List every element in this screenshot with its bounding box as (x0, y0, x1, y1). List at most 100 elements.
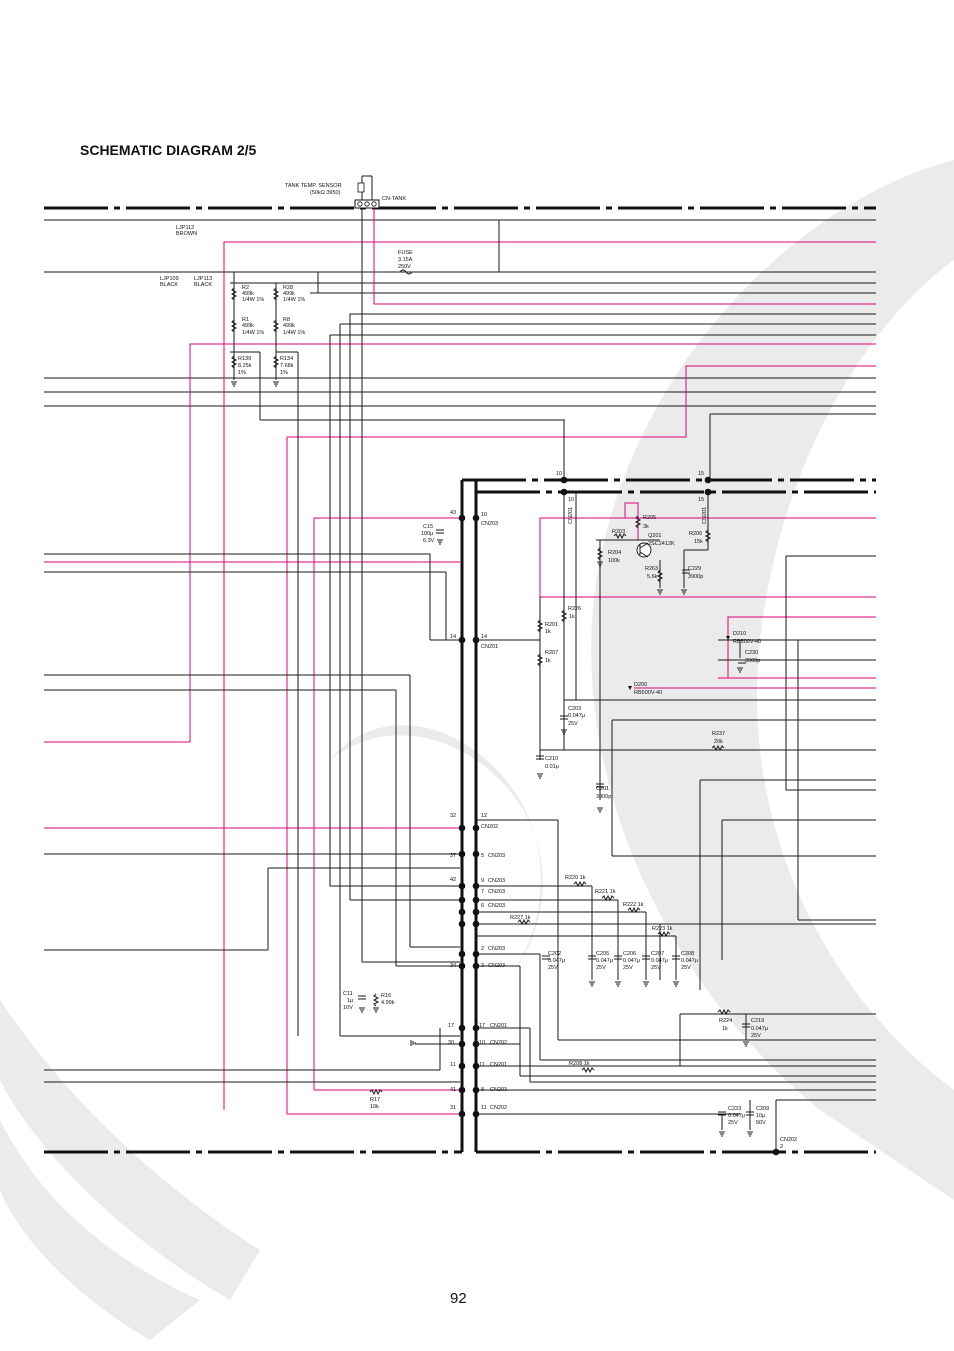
label-pin-9: 9 (481, 878, 484, 884)
label-cn201-b: CN201 (490, 1023, 507, 1029)
label-pin-11-left: 11 (450, 1062, 456, 1068)
component-labels: TANK TEMP. SENSOR (50kΩ 3950) CN-TANK LJ… (160, 183, 797, 1150)
bus-nodes (458, 476, 780, 1156)
label-r207-value: 1k (545, 658, 551, 664)
label-r8-value: 499k (283, 323, 295, 329)
label-c219: C219 (751, 1018, 764, 1024)
label-ljp113-color: BLACK (194, 282, 212, 288)
label-tank-sensor: TANK TEMP. SENSOR (285, 183, 342, 189)
label-pin-14: 14 (481, 634, 487, 640)
label-pin-41: 41 (450, 1087, 456, 1093)
label-r139-value: 8.25k (238, 363, 252, 369)
label-c207-rating: 25V (651, 965, 661, 971)
label-c206-rating: 25V (623, 965, 633, 971)
label-c210: C210 (545, 756, 558, 762)
label-c230-value: 3900p (745, 658, 760, 664)
label-ljp109: LJP109 (160, 276, 179, 282)
label-c203-value: 0.047μ (568, 713, 585, 719)
label-c219-value: 0.047μ (751, 1026, 768, 1032)
label-pin-17-left: 17 (448, 1023, 454, 1029)
label-c208-value: 0.047μ (681, 958, 698, 964)
label-c203: C203 (568, 706, 581, 712)
label-pin-30: 30 (448, 1040, 454, 1046)
tank-temp-sensor (354, 175, 380, 209)
label-cn202-d-pin: 2 (780, 1144, 783, 1150)
label-r134: R134 (280, 356, 293, 362)
label-pin-17: 17 (479, 1023, 485, 1029)
label-cn203-a: CN203 (481, 521, 498, 527)
fuse-symbol (399, 269, 413, 275)
label-r207: R207 (545, 650, 558, 656)
label-ljp109-color: BLACK (160, 282, 178, 288)
label-r227: R227 1k (510, 915, 531, 921)
label-r204-value: 100k (608, 558, 620, 564)
label-r134-tol: 1% (280, 370, 288, 376)
label-pin-37: 37 (450, 853, 456, 859)
label-c15-rating: 6.3V (423, 538, 435, 544)
label-r226-value: 1k (569, 614, 575, 620)
label-c207-value: 0.047μ (651, 958, 668, 964)
label-r223: R223 1k (652, 926, 673, 932)
label-c202-value: 0.047μ (548, 958, 565, 964)
label-d210-type: RB500V-40 (733, 639, 761, 645)
label-cn-tank: CN-TANK (382, 196, 406, 202)
label-c203-rating: 25V (568, 721, 578, 727)
label-cn202-d: CN202 (780, 1137, 797, 1143)
label-c15: C15 (423, 524, 433, 530)
label-r17: R17 (370, 1097, 380, 1103)
label-pin-10-top: 10 (556, 471, 562, 477)
label-pin-15: 15 (698, 497, 704, 503)
label-r8-power: 1/4W 1% (283, 330, 305, 336)
label-r8: R8 (283, 317, 290, 323)
label-r237: R237 (712, 731, 725, 737)
transistor-q201 (636, 542, 652, 558)
label-r206-value: 15k (694, 539, 703, 545)
label-pin-15-top: 15 (698, 471, 704, 477)
label-c208-rating: 25V (681, 965, 691, 971)
label-pin-42: 42 (450, 877, 456, 883)
label-r203: R203 (612, 529, 625, 535)
label-r28-value: 499k (283, 291, 295, 297)
label-cn201-vertical-2: CN201 (702, 507, 708, 524)
label-c201-value: 3900p (596, 794, 611, 800)
label-r208: R208 1k (569, 1061, 590, 1067)
label-pin-3: 3 (481, 963, 484, 969)
label-r1-value: 499k (242, 323, 254, 329)
label-r222: R222 1k (623, 902, 644, 908)
label-c219-rating: 25V (751, 1033, 761, 1039)
label-pin-12: 12 (481, 813, 487, 819)
label-tank-sensor-value: (50kΩ 3950) (310, 190, 341, 196)
label-d210: D210 (733, 631, 746, 637)
label-d200: D200 (634, 682, 647, 688)
capacitor-symbols (358, 529, 754, 1116)
page-title: SCHEMATIC DIAGRAM 2/5 (80, 142, 257, 158)
label-r206: R206 (689, 531, 702, 537)
label-r237-value: 20k (714, 739, 723, 745)
label-r16-value: 4.99k (381, 1000, 395, 1006)
label-cn202-a: CN202 (481, 824, 498, 830)
label-r16: R16 (381, 993, 391, 999)
label-pin-31: 31 (450, 1105, 456, 1111)
label-c207: C207 (651, 951, 664, 957)
label-r2-power: 1/4W 1% (242, 297, 264, 303)
label-c209: C209 (756, 1106, 769, 1112)
label-cn203-c: CN203 (488, 878, 505, 884)
label-pin-10-cn202: 10 (479, 1040, 485, 1046)
label-q201: Q201 (648, 533, 661, 539)
label-c223-value: 0.047μ (728, 1113, 745, 1119)
resistor-symbols (230, 287, 731, 1096)
label-pin-14-left: 14 (450, 634, 456, 640)
label-r28: R28 (283, 285, 293, 291)
label-pin-32: 32 (450, 813, 456, 819)
label-r28-power: 1/4W 1% (283, 297, 305, 303)
label-r201: R201 (545, 622, 558, 628)
label-cn203-d: CN203 (488, 889, 505, 895)
label-r2: R2 (242, 285, 249, 291)
label-pin-8: 8 (481, 1087, 484, 1093)
diode-symbols (628, 636, 730, 690)
label-cn201-vertical-1: CN201 (568, 507, 574, 524)
label-pin-7: 7 (481, 889, 484, 895)
label-c205: C205 (596, 951, 609, 957)
ground-symbols (231, 381, 753, 1137)
